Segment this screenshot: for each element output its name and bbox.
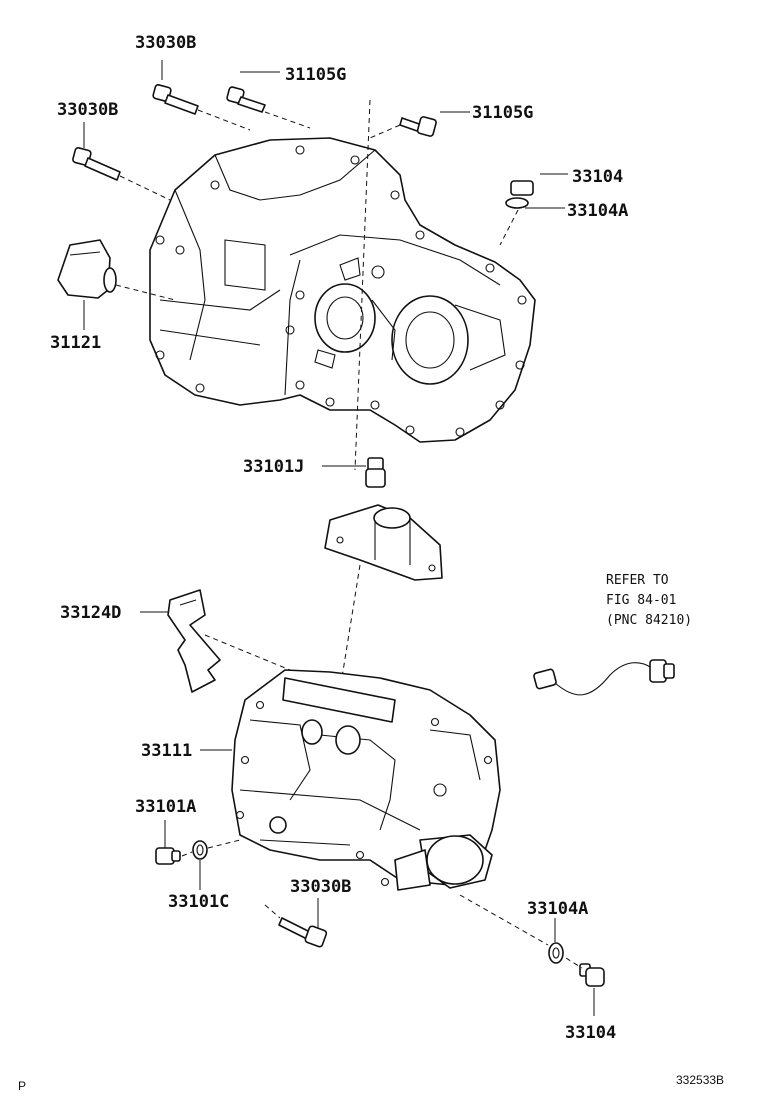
plug-33104-bottom [579, 963, 605, 987]
label-31105g-top: 31105G [285, 65, 346, 85]
label-33030b-left: 33030B [57, 100, 118, 120]
part-labels: 33030B 31105G 33030B 31105G 33104 33104A… [50, 33, 628, 1043]
corner-mark: P [18, 1079, 26, 1093]
shift-guide [324, 504, 443, 581]
transaxle-case-upper [149, 137, 536, 443]
bracket-33124d [167, 589, 221, 693]
label-33101c: 33101C [168, 892, 229, 912]
bolt-33030b-top [152, 84, 199, 115]
upper-leader-lines [83, 60, 568, 471]
bolt-31105g-top [226, 86, 266, 113]
sensor-84210 [533, 659, 675, 696]
label-33124d: 33124D [60, 603, 121, 623]
plug-33104-top [505, 180, 534, 209]
label-33104a-top: 33104A [567, 201, 628, 221]
cover-31121 [57, 239, 117, 299]
figure-id: 332533B [676, 1073, 724, 1087]
reference-note-line3: (PNC 84210) [606, 613, 692, 628]
bolt-33030b-bottom [278, 917, 328, 948]
reference-note-line1: REFER TO [606, 573, 669, 588]
label-33030b-top: 33030B [135, 33, 196, 53]
gasket-33101c [192, 840, 208, 860]
transaxle-case-lower [231, 669, 501, 891]
reference-note: REFER TO FIG 84-01 (PNC 84210) [606, 573, 692, 628]
label-31105g-right: 31105G [472, 103, 533, 123]
plug-33101j [365, 457, 386, 488]
middle-leader-lines [140, 465, 366, 691]
label-33104-bottom: 33104 [565, 1023, 616, 1043]
label-33104a-bottom: 33104A [527, 899, 588, 919]
label-31121: 31121 [50, 333, 101, 353]
label-33101j: 33101J [243, 457, 304, 477]
label-33111: 33111 [141, 741, 192, 761]
lower-leader-lines [164, 749, 595, 1016]
reference-note-line2: FIG 84-01 [606, 593, 676, 608]
label-33030b-bottom: 33030B [290, 877, 351, 897]
gasket-33104a-bottom [548, 942, 564, 964]
bolt-31105g-right [399, 116, 437, 137]
label-33104-top: 33104 [572, 167, 623, 187]
plug-33101a [155, 847, 181, 865]
label-33101a: 33101A [135, 797, 196, 817]
bolt-33030b-left [72, 147, 121, 181]
